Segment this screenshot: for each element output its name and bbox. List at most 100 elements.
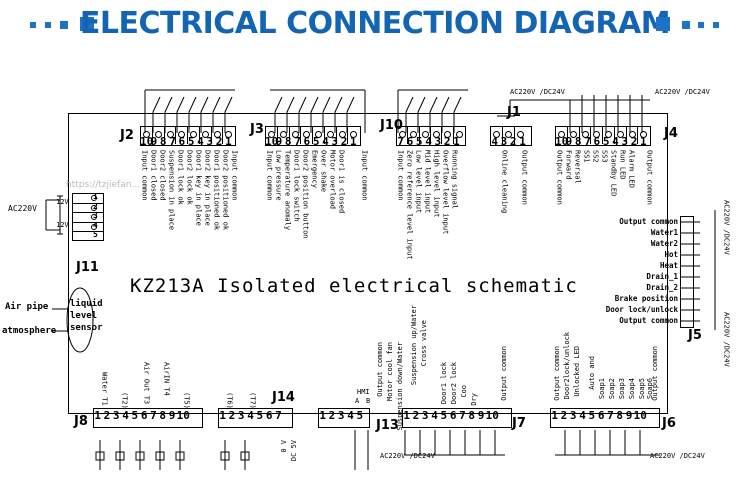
j6-signal: Soap3 xyxy=(618,378,626,400)
j3-signal: Input common xyxy=(360,150,369,201)
j14-signal: (T7) xyxy=(248,392,257,409)
j3-signal: Temperature anomaly xyxy=(283,150,292,231)
j10-signal: Zero reference level input xyxy=(405,150,414,260)
schematic-title: KZ213A Isolated electrical schematic xyxy=(130,275,578,297)
decor-square xyxy=(698,22,704,28)
connector-j1-label: J1 xyxy=(507,105,521,120)
j6-signal: Auto and xyxy=(588,356,596,390)
liquid-level-sensor-label: liquid level sensor xyxy=(70,299,103,333)
j13-signal: B xyxy=(366,397,371,405)
j2-signal: Door1 closed xyxy=(149,150,158,201)
air-pipe-label: Air pipe xyxy=(5,302,49,312)
decor-square xyxy=(60,21,68,29)
j14-signal: DC 5V xyxy=(290,440,298,462)
connector-j7-label: J7 xyxy=(512,416,526,431)
connector-j7 xyxy=(402,408,512,428)
j3-signal: Over shake xyxy=(319,150,328,193)
j10-signal: Mid level input xyxy=(423,150,432,214)
connector-j4-label: J4 xyxy=(664,126,678,141)
decor-square xyxy=(30,22,36,28)
watermark: https://tzjiefan... xyxy=(66,180,141,190)
supply-label: AC220V /DC24V xyxy=(380,452,435,460)
decor-square xyxy=(682,21,690,29)
j7-signal: Output common xyxy=(376,342,384,397)
j5-signal-list: Output common Water1 Water2 Hot Heat Dra… xyxy=(598,216,678,326)
j10-signal: Overflow level input xyxy=(441,150,450,235)
connector-j13 xyxy=(318,408,370,428)
connector-j14 xyxy=(218,408,293,428)
connector-j3-label: J3 xyxy=(250,122,264,137)
j5-signal: Drain_1 xyxy=(646,272,678,281)
connector-j10 xyxy=(396,126,466,146)
j4-signal: SS1 xyxy=(582,150,591,163)
connector-j5 xyxy=(680,216,694,328)
connector-j13-label: J13 xyxy=(376,418,399,433)
j10-signal: Low level input xyxy=(414,150,423,214)
j5-signal: Drain_2 xyxy=(646,283,678,292)
j1-signal: Output common xyxy=(520,150,529,205)
j7-signal: Suspension up/Water xyxy=(410,305,418,386)
j7-signal: Dry xyxy=(470,393,478,406)
j7-signal: Suspension down/Water xyxy=(396,342,404,431)
connector-j2-label: J2 xyxy=(120,128,134,143)
supply-label: AC220V /DC24V xyxy=(722,200,731,255)
decor-square xyxy=(713,22,719,28)
connector-j5-label: J5 xyxy=(688,328,702,343)
board-outline xyxy=(68,113,668,414)
j7-signal: Door1 lock xyxy=(440,362,448,405)
atmosphere-label: atmosphere xyxy=(2,326,57,336)
supply-label: AC220V /DC24V xyxy=(722,312,731,367)
connector-j14-label: J14 xyxy=(272,390,295,405)
j5-signal: Hot xyxy=(664,250,678,259)
j2-signal: Door1 key in place xyxy=(194,150,203,226)
j10-signal: Running signal xyxy=(450,150,459,210)
j5-signal: Output common xyxy=(619,316,678,325)
j3-signal: Motor overload xyxy=(328,150,337,210)
j11-voltage: 12V xyxy=(56,198,69,206)
j5-signal: Output common xyxy=(619,217,678,226)
j2-signal: Door2 lock ok xyxy=(185,150,194,205)
j7-signal: Door2 lock xyxy=(450,362,458,405)
j6-signal: Soap1 xyxy=(598,378,606,400)
connector-j3 xyxy=(265,126,361,146)
j4-signal: Standby LED xyxy=(609,150,618,197)
j4-signal: Reversal xyxy=(573,150,582,184)
j5-signal: Heat xyxy=(659,261,678,270)
j2-signal: Door1 lock ok xyxy=(176,150,185,205)
j7-signal: Cross valve xyxy=(420,320,428,367)
j5-signal: Brake position xyxy=(614,294,678,303)
j8-signal: Air Out T3 xyxy=(142,362,151,405)
j2-signal: Input common xyxy=(230,150,239,201)
j3-signal: Low pressure xyxy=(274,150,283,201)
j13-signal: A xyxy=(355,397,360,405)
j4-signal: Output common xyxy=(645,150,654,205)
j6-signal: Output common xyxy=(553,346,561,401)
connector-j8 xyxy=(93,408,203,428)
j8-signal: (T5) xyxy=(182,392,191,409)
j2-signal: Suspension in place xyxy=(167,150,176,231)
j3-signal: Input common xyxy=(265,150,274,201)
j4-signal: Run LED xyxy=(618,150,627,180)
j4-signal: SS3 xyxy=(600,150,609,163)
j3-signal: Door1 is closed xyxy=(337,150,346,214)
supply-label: AC220V /DC24V xyxy=(650,452,705,460)
j6-signal: Unlocked LED xyxy=(573,346,581,397)
decor-square xyxy=(656,17,670,31)
j2-signal: Door1 positioned ok xyxy=(212,150,221,231)
j6-signal: Output common xyxy=(651,346,659,401)
j2-signal: Door2 key in place xyxy=(203,150,212,226)
connector-j11 xyxy=(72,193,104,241)
j8-signal: (T2) xyxy=(120,392,129,409)
j7-signal: Motor cool fan xyxy=(386,342,394,402)
connector-j1 xyxy=(490,126,532,146)
j3-signal: Door2 position button xyxy=(301,150,310,239)
j6-signal: Soap2 xyxy=(608,378,616,400)
j4-signal: Forward xyxy=(564,150,573,180)
decor-square xyxy=(45,22,51,28)
